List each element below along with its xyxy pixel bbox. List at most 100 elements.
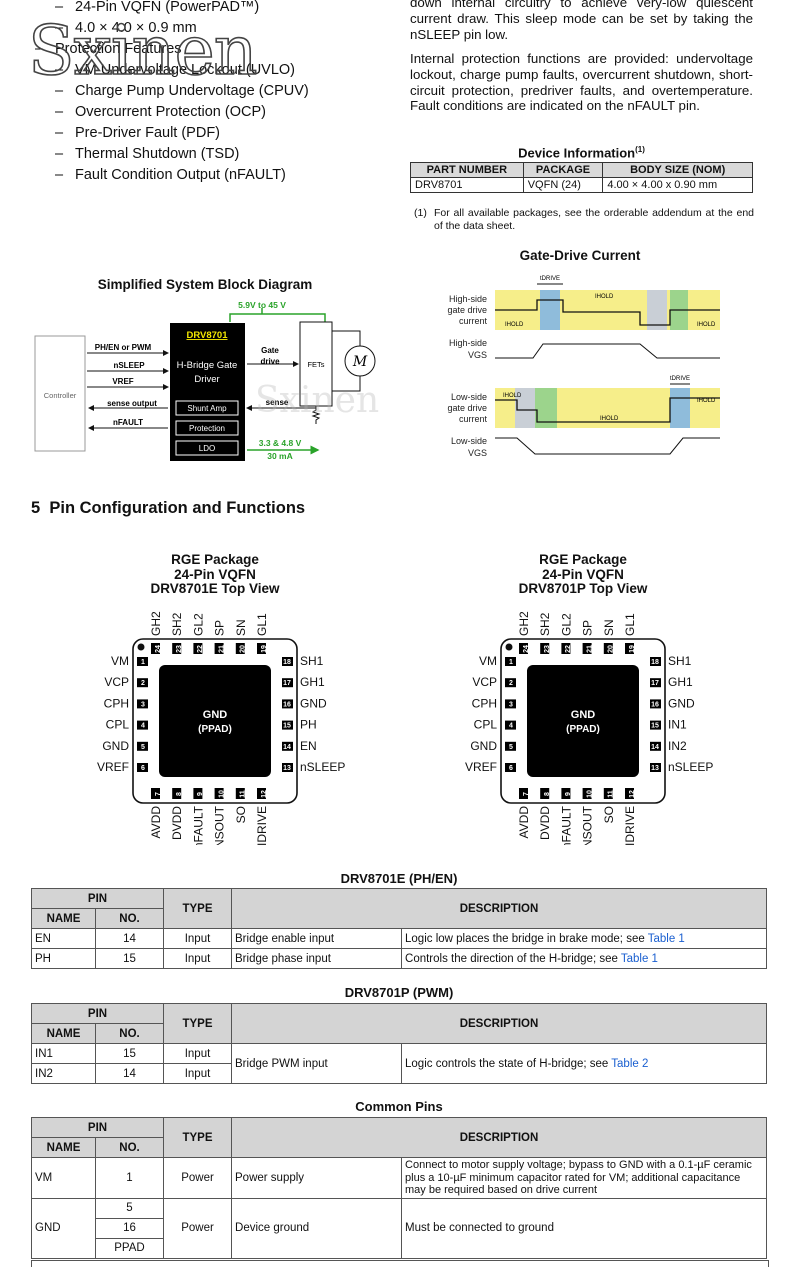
pin-pad (235, 643, 245, 654)
pin-number: 11 (240, 790, 247, 798)
pin-number: 16 (651, 701, 659, 708)
feature-item: –24-Pin VQFN (PowerPAD™) (55, 0, 260, 15)
pin-number: 22 (197, 645, 204, 653)
pin-number: 7 (155, 792, 162, 796)
ihold-label: IHOLD (595, 294, 614, 300)
pin-label: GL2 (559, 613, 573, 636)
ldo-out-voltage: 3.3 & 4.8 V (259, 438, 302, 448)
motor-label: M (352, 354, 368, 370)
header-type: TYPE (163, 1117, 233, 1158)
pin-label: SN (602, 619, 616, 636)
pin-number: 14 (283, 744, 291, 751)
feature-item: –Overcurrent Protection (OCP) (55, 104, 266, 120)
pin-number: 12 (629, 790, 636, 798)
header-pin: PIN (30, 888, 165, 909)
watermark-logo: Sxinen (27, 11, 258, 92)
drv8701-chip (170, 323, 245, 461)
table-row: PPAD (32, 1237, 767, 1259)
ldo-out-current: 30 mA (267, 451, 293, 461)
pin-number: 1 (509, 659, 513, 666)
pin-label: VREF (465, 760, 497, 774)
pinout-drv8701e: GND(PPAD)24GH223SH222GL221SP20SN19GL17AV… (97, 611, 345, 845)
pin-number: 6 (141, 765, 145, 772)
pin-number: 7 (523, 792, 530, 796)
pin-pad (282, 699, 293, 709)
label-hs-1: High-side (449, 294, 487, 304)
shunt-amp-box: Shunt Amp (187, 404, 227, 413)
feature-item: –VM Undervoltage Lockout (UVLO) (55, 62, 296, 78)
pin-pad (561, 643, 571, 654)
pin-number: 1 (94, 1157, 165, 1199)
pin-label: GL1 (255, 613, 269, 636)
pin-number: 15 (94, 948, 165, 969)
pad-label: GND (203, 709, 228, 721)
signal-ph-en: PH/EN or PWM (95, 343, 152, 352)
signal-nsleep: nSLEEP (113, 361, 145, 370)
pin-pad (603, 643, 613, 654)
section-heading: 5 Pin Configuration and Functions (31, 499, 306, 517)
pin-number: 1 (141, 659, 145, 666)
pin-name: IN2 (31, 1063, 96, 1084)
pin-pad (235, 788, 245, 799)
table-link[interactable]: Table 2 (611, 1057, 649, 1070)
pin-pad (650, 720, 661, 730)
pin-type: Input (163, 928, 233, 949)
pin-pad (282, 763, 293, 772)
table-p-title: DRV8701P (PWM) (344, 985, 454, 1000)
gate-drive-diagram: High-side gate drive current High-side V… (447, 276, 720, 458)
pin-pad (137, 699, 148, 709)
pin-function: Bridge phase input (231, 948, 403, 969)
header-no: NO. (94, 1137, 165, 1158)
pin-type: Power (163, 1197, 233, 1259)
header-type: TYPE (163, 1003, 233, 1044)
pin-function: Bridge PWM input (231, 1043, 403, 1084)
sleep-paragraph: down internal circuitry to achieve very-… (410, 0, 753, 42)
controller-label: Controller (44, 391, 77, 400)
pad-label: GND (571, 709, 596, 721)
cell-part-number: DRV8701 (410, 177, 524, 193)
pin-label: SNSOUT (581, 805, 595, 845)
pin-label: SH1 (668, 654, 692, 668)
signal-nfault: nFAULT (113, 418, 143, 427)
pin-pad (172, 643, 182, 654)
pin-number: 24 (155, 645, 162, 653)
sense-label: sense (266, 398, 289, 407)
pin-pad (505, 678, 516, 688)
pin-pad (650, 741, 661, 751)
pin-number: 22 (565, 645, 572, 653)
pin-number: 17 (651, 680, 659, 687)
pin-pad (505, 657, 516, 666)
pin-number: 15 (651, 723, 659, 730)
pin-number: 9 (197, 792, 204, 796)
pin-label: VCP (472, 675, 497, 689)
pin-description: Must be connected to ground (401, 1197, 767, 1259)
cell-package: VQFN (24) (522, 177, 604, 193)
pin-label: SO (602, 806, 616, 823)
pin-number: 14 (94, 928, 165, 949)
pin-pad (137, 678, 148, 688)
pin-description: Logic controls the state of H-bridge; se… (401, 1043, 767, 1084)
gate-drive-label-1: Gate (261, 346, 279, 355)
pin-label: nSLEEP (668, 760, 713, 774)
pin-number: 5 (141, 744, 145, 751)
label-ls-vgs-1: Low-side (451, 436, 487, 446)
table-row: VM 1 Power Power supply Connect to motor… (31, 1157, 767, 1199)
header-description: DESCRIPTION (231, 1003, 767, 1044)
col-body-size: BODY SIZE (NOM) (602, 162, 753, 178)
pin-label: GL1 (623, 613, 637, 636)
pin-number: 5 (94, 1197, 165, 1219)
pin-number: 6 (509, 765, 513, 772)
header-no: NO. (94, 1023, 165, 1044)
protection-paragraph: Internal protection functions are provid… (410, 51, 753, 114)
pin-number: 3 (141, 701, 145, 708)
table-link[interactable]: Table 1 (620, 952, 658, 965)
pin-label: DVDD (538, 806, 552, 840)
table-link[interactable]: Table 1 (647, 932, 685, 945)
ihold-label: IHOLD (503, 393, 522, 399)
pin-pad (214, 788, 224, 799)
pin-number: 15 (94, 1043, 165, 1064)
pin-number: 13 (651, 765, 659, 772)
pin-pad (505, 741, 516, 751)
ihold-label: IHOLD (697, 398, 716, 404)
label-hs-3: current (459, 316, 488, 326)
